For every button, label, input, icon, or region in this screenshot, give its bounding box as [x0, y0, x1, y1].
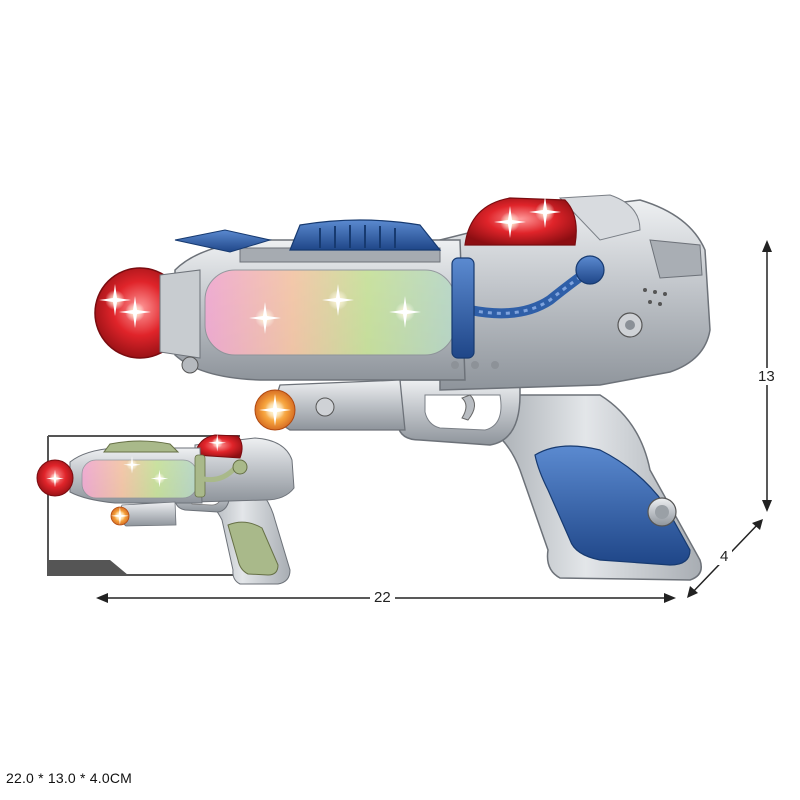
length-label: 22 — [370, 589, 395, 606]
rear-body — [439, 199, 711, 391]
barrel-collar — [451, 257, 475, 359]
trigger — [461, 394, 475, 421]
height-label: 13 — [754, 368, 779, 385]
inset-variant — [36, 433, 295, 585]
grip-panel — [534, 445, 691, 566]
depth-label: 4 — [716, 548, 733, 565]
size-caption: 22.0 * 13.0 * 4.0CM — [6, 770, 132, 786]
main-toy-gun — [94, 194, 711, 581]
